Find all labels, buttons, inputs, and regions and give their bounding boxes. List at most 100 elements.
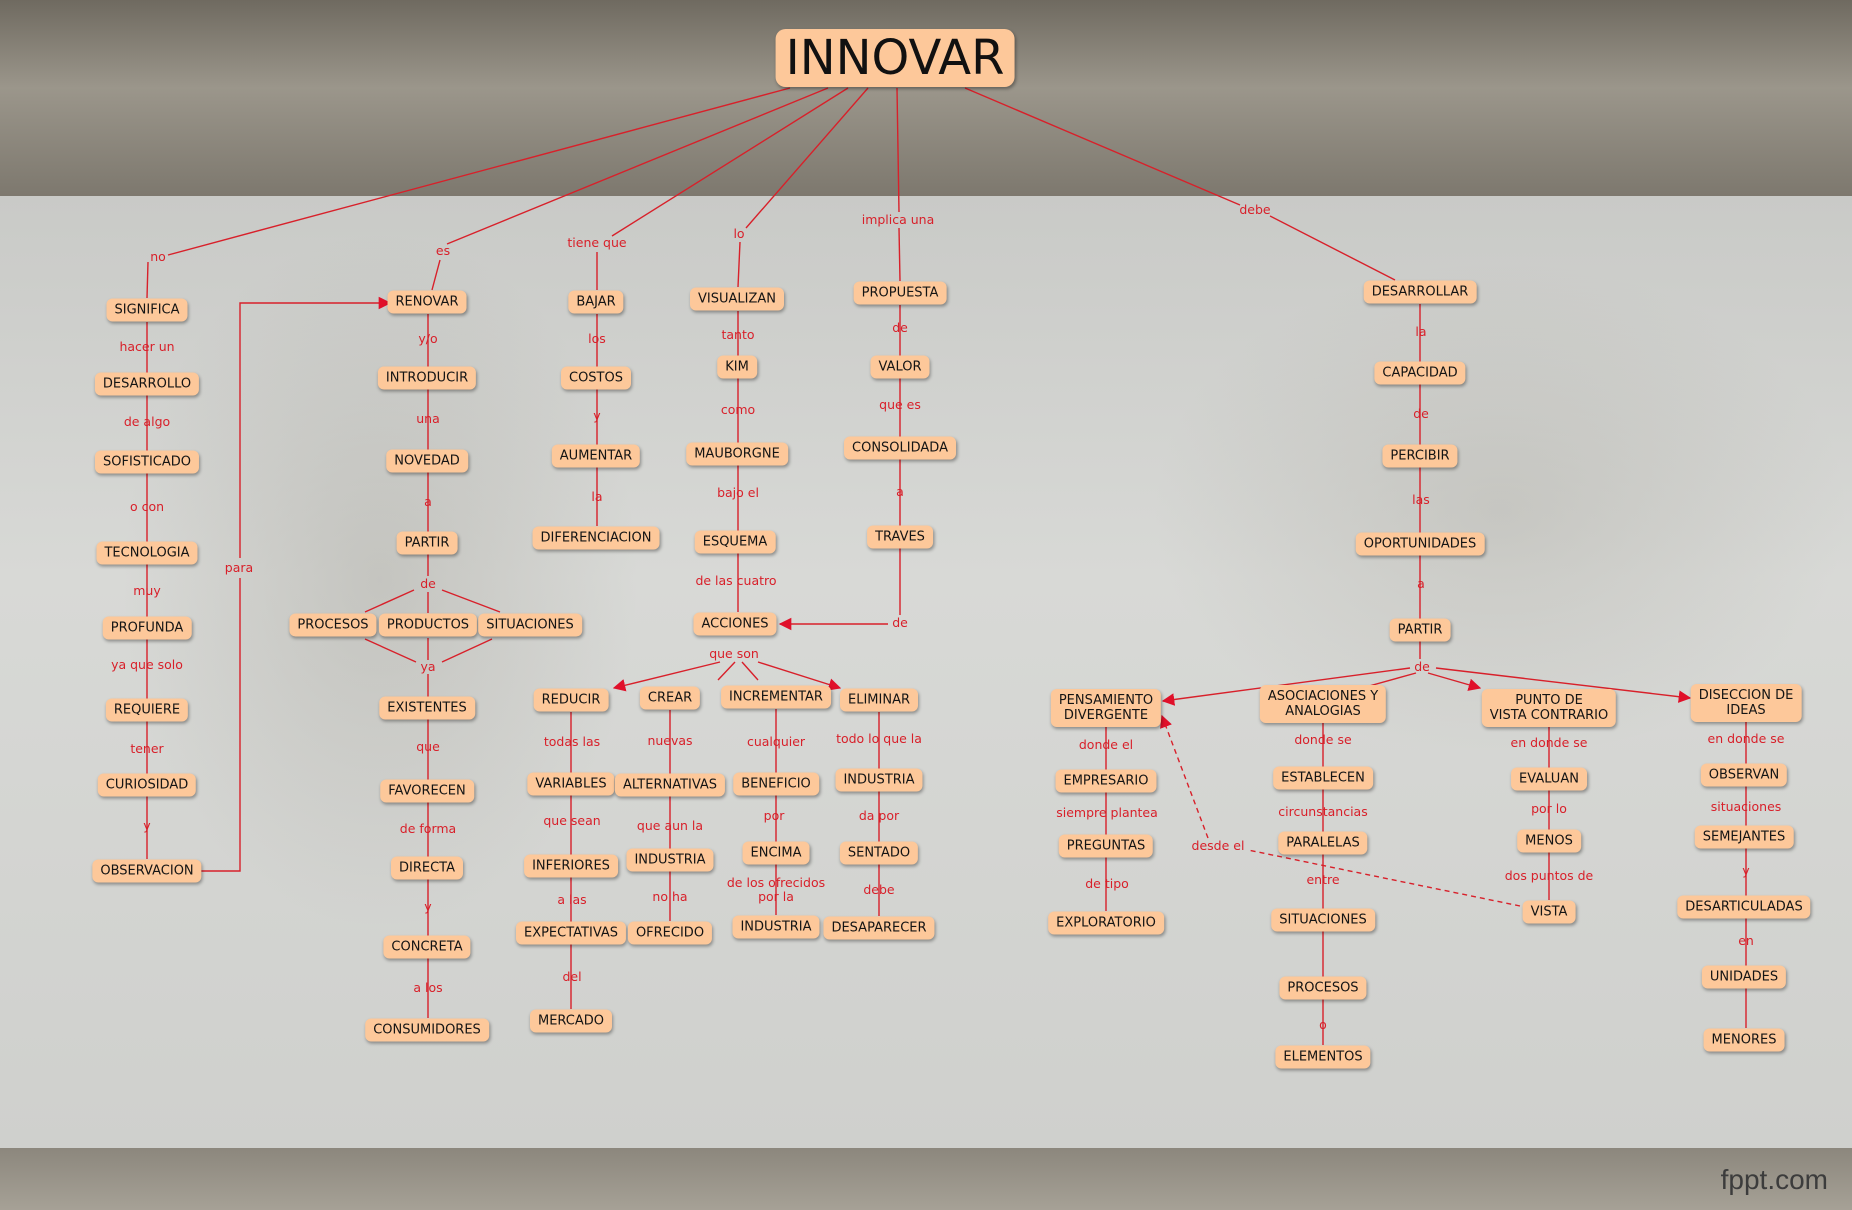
concept-tecnologia: TECNOLOGIA [96, 541, 198, 565]
link-bajo-el: bajo el [717, 485, 759, 500]
concept-capacidad: CAPACIDAD [1374, 361, 1466, 385]
concept-expectativas: EXPECTATIVAS [515, 921, 627, 945]
concept-concreta: CONCRETA [383, 935, 471, 959]
concept-desarrollo: DESARROLLO [94, 372, 200, 396]
watermark: fppt.com [1720, 1164, 1828, 1195]
concept-crear: CREAR [639, 686, 701, 710]
link-entre: entre [1306, 872, 1340, 887]
concept-profunda: PROFUNDA [102, 616, 192, 640]
concept-renovar: RENOVAR [387, 290, 467, 314]
link-y: y [143, 818, 151, 833]
concept-aumentar: AUMENTAR [551, 444, 641, 468]
link-que-aun-la: que aun la [636, 818, 704, 833]
concept-semejantes: SEMEJANTES [1694, 825, 1794, 849]
concept-observan: OBSERVAN [1700, 763, 1788, 787]
link-los: los [588, 331, 606, 346]
link-o: o [1319, 1017, 1327, 1032]
link-y: y [1742, 863, 1750, 878]
connector-line [896, 87, 900, 213]
link-que: que [416, 739, 440, 754]
connector-line [1160, 714, 1209, 839]
concept-partir: PARTIR [396, 531, 458, 555]
link-y: y [424, 899, 432, 914]
concept-traves: TRAVES [867, 525, 933, 549]
connector-line [717, 661, 736, 681]
concept-kim: KIM [717, 355, 757, 379]
link-de-los-ofrecidos: de los ofrecidos por la [726, 875, 826, 904]
concept-existentes: EXISTENTES [379, 696, 475, 720]
link-por-lo: por lo [1531, 801, 1567, 816]
link-por: por [763, 808, 785, 823]
link-todo-lo-que-la: todo lo que la [836, 731, 922, 746]
concept-encima: ENCIMA [742, 841, 810, 865]
link-las: las [1412, 492, 1430, 507]
link-no: no [150, 249, 166, 264]
link-tiene-que: tiene que [567, 235, 627, 250]
background-shade [1150, 260, 1850, 760]
link-hacer-un: hacer un [119, 339, 175, 354]
concept-consumidores: CONSUMIDORES [365, 1018, 489, 1042]
link-da-por: da por [858, 808, 900, 823]
connector-line [757, 661, 842, 691]
link-en: en [1738, 933, 1754, 948]
connector-line [146, 261, 149, 299]
concept-oportunidades: OPORTUNIDADES [1355, 532, 1485, 556]
concept-requiere: REQUIERE [105, 698, 189, 722]
link-debe: debe [863, 882, 895, 897]
link-que-sean: que sean [543, 813, 601, 828]
concept-favorecen: FAVORECEN [380, 779, 474, 803]
connector-line [239, 296, 392, 558]
link-de: de [892, 615, 908, 630]
link-siempre-plantea: siempre plantea [1056, 805, 1158, 820]
link-todas-las: todas las [543, 734, 601, 749]
connector-line [741, 661, 759, 681]
concept-menores: MENORES [1703, 1028, 1785, 1052]
link-y-o: y/o [418, 331, 438, 346]
concept-asociaciones-analogias: ASOCIACIONES Y ANALOGIAS [1259, 685, 1387, 723]
link-lo: lo [733, 226, 745, 241]
link-la: la [1415, 324, 1427, 339]
link-a-los: a los [413, 980, 443, 995]
concept-introducir: INTRODUCIR [377, 366, 477, 390]
concept-variables: VARIABLES [527, 772, 615, 796]
concept-desarticuladas: DESARTICULADAS [1677, 895, 1811, 919]
link-tanto: tanto [721, 327, 755, 342]
concept-industria: INDUSTRIA [732, 915, 820, 939]
concept-mauborgne: MAUBORGNE [686, 442, 788, 466]
link-dos-puntos-de: dos puntos de [1504, 868, 1594, 883]
concept-pensamiento-divergente: PENSAMIENTO DIVERGENTE [1050, 689, 1162, 727]
link-para: para [224, 560, 254, 575]
concept-diseccion-ideas: DISECCION DE IDEAS [1690, 684, 1802, 722]
link-de: de [420, 576, 436, 591]
connector-line [441, 638, 493, 663]
concept-productos: PRODUCTOS [378, 613, 478, 637]
link-de-forma: de forma [399, 821, 457, 836]
concept-significa: SIGNIFICA [106, 298, 188, 322]
background-shade [120, 230, 640, 930]
concept-sofisticado: SOFISTICADO [94, 450, 200, 474]
connector-line [611, 87, 849, 237]
concept-directa: DIRECTA [391, 856, 463, 880]
link-ya: ya [420, 659, 436, 674]
link-o-con: o con [129, 499, 165, 514]
concept-percibir: PERCIBIR [1382, 444, 1458, 468]
link-una: una [416, 411, 440, 426]
concept-industria: INDUSTRIA [626, 848, 714, 872]
concept-curiosidad: CURIOSIDAD [97, 773, 197, 797]
link-cualquier: cualquier [746, 734, 806, 749]
concept-empresario: EMPRESARIO [1055, 769, 1157, 793]
connector-line [1435, 667, 1692, 703]
link-como: como [720, 402, 756, 417]
concept-desarrollar: DESARROLLAR [1363, 280, 1477, 304]
concept-alternativas: ALTERNATIVAS [614, 773, 726, 797]
link-de: de [1414, 659, 1430, 674]
link-la: la [591, 489, 603, 504]
link-implica-una: implica una [861, 212, 935, 227]
concept-paralelas: PARALELAS [1278, 831, 1368, 855]
link-a: a [896, 484, 904, 499]
concept-bajar: BAJAR [568, 290, 624, 314]
concept-novedad: NOVEDAD [386, 449, 468, 473]
connector-line [737, 241, 741, 288]
link-donde-se: donde se [1294, 732, 1352, 747]
concept-incrementar: INCREMENTAR [721, 685, 831, 709]
